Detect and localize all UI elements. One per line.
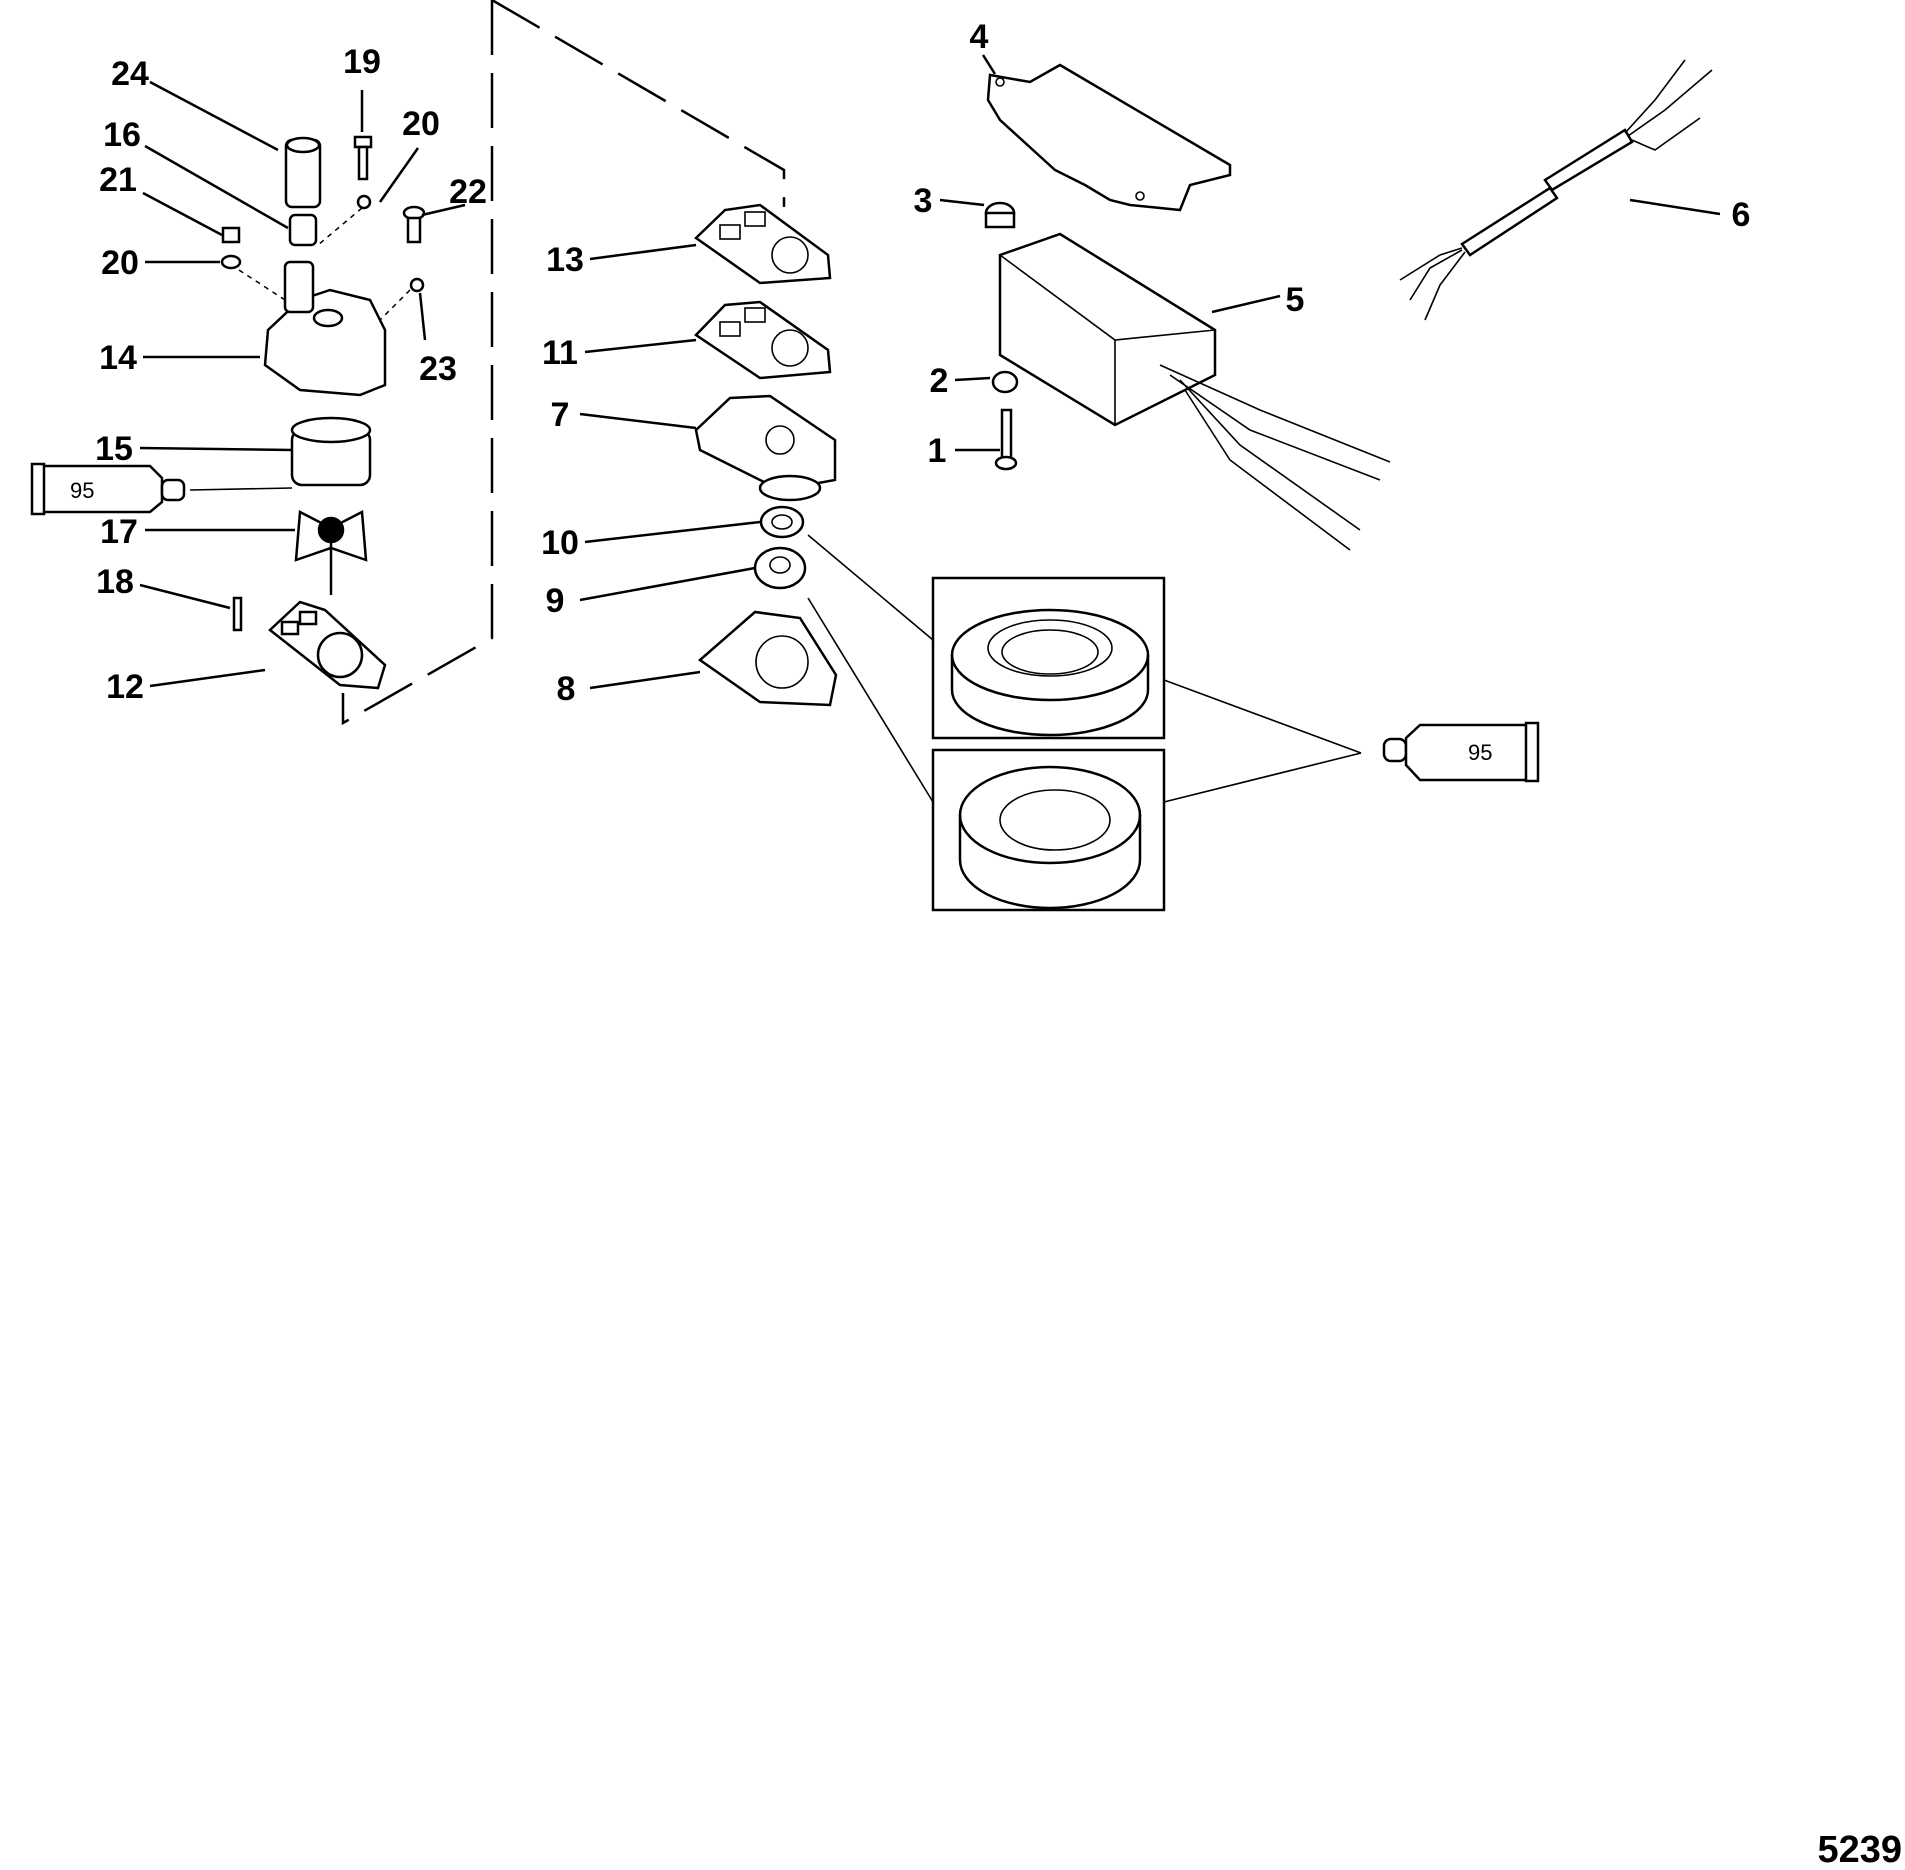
lubricant-tube-right: 95	[1163, 679, 1540, 803]
callout-21: 21	[99, 161, 137, 199]
part-17-impeller	[294, 510, 368, 595]
callout-18: 18	[96, 563, 134, 601]
part-21-nut	[221, 226, 241, 244]
part-6-harness	[1399, 59, 1713, 321]
part-15-impeller-cup	[290, 416, 372, 487]
part-5-module	[998, 232, 1391, 551]
callout-6: 6	[1732, 196, 1751, 234]
callout-23: 23	[419, 350, 457, 388]
leader-lines	[139, 54, 1721, 690]
callout-1: 1	[928, 432, 947, 470]
callout-9: 9	[546, 582, 565, 620]
callout-24: 24	[111, 55, 149, 93]
callout-2: 2	[930, 362, 949, 400]
part-11-plate	[694, 300, 832, 380]
callout-13: 13	[546, 241, 584, 279]
dashed-group-outline	[341, 0, 786, 726]
part-14-pump-housing	[238, 207, 411, 397]
part-2-grommet	[991, 370, 1019, 394]
part-13-plate	[694, 203, 832, 285]
part-8-gasket	[697, 610, 838, 707]
part-1-screw	[994, 408, 1018, 471]
callout-7: 7	[551, 396, 570, 434]
part-22-screw	[402, 205, 426, 244]
callout-8: 8	[557, 670, 576, 708]
callout-20-top: 20	[402, 105, 440, 143]
callout-5: 5	[1286, 281, 1305, 319]
part-18-key	[232, 596, 243, 632]
part-19-bolt	[353, 90, 373, 181]
callout-20-left: 20	[101, 244, 139, 282]
figure-number: 5239	[1817, 1829, 1902, 1870]
part-20-washer-left	[220, 254, 242, 270]
callout-4: 4	[970, 18, 989, 56]
detail-box-seal	[931, 576, 1166, 740]
callout-3: 3	[914, 182, 933, 220]
callout-12: 12	[106, 668, 144, 706]
callout-15: 15	[95, 430, 133, 468]
part-20-washer-top	[356, 194, 372, 210]
part-12-gasket	[268, 600, 387, 690]
callout-17: 17	[100, 513, 138, 551]
part-24-tube	[284, 136, 322, 209]
callout-19: 19	[343, 43, 381, 81]
callout-14: 14	[99, 339, 137, 377]
part-10-seal	[759, 505, 805, 539]
part-9-washer	[753, 546, 807, 590]
detail-box-washer	[931, 748, 1166, 912]
callout-22: 22	[449, 173, 487, 211]
callout-labels: 24 19 20 16 21 22 20 14 23 15 17 18 12 1…	[95, 18, 1902, 1870]
lubricant-tube-left: 95	[30, 462, 186, 516]
part-16-grommet	[288, 213, 318, 247]
part-3-grommet	[984, 201, 1016, 229]
lubricant-number-right: 95	[1468, 740, 1492, 765]
part-7-pump-base	[694, 394, 837, 502]
callout-11: 11	[542, 334, 578, 372]
callout-16: 16	[103, 116, 141, 154]
lubricant-number-left: 95	[70, 478, 94, 503]
part-23-washer	[409, 277, 425, 293]
callout-10: 10	[541, 524, 579, 562]
part-4-cover-gasket	[986, 63, 1232, 212]
